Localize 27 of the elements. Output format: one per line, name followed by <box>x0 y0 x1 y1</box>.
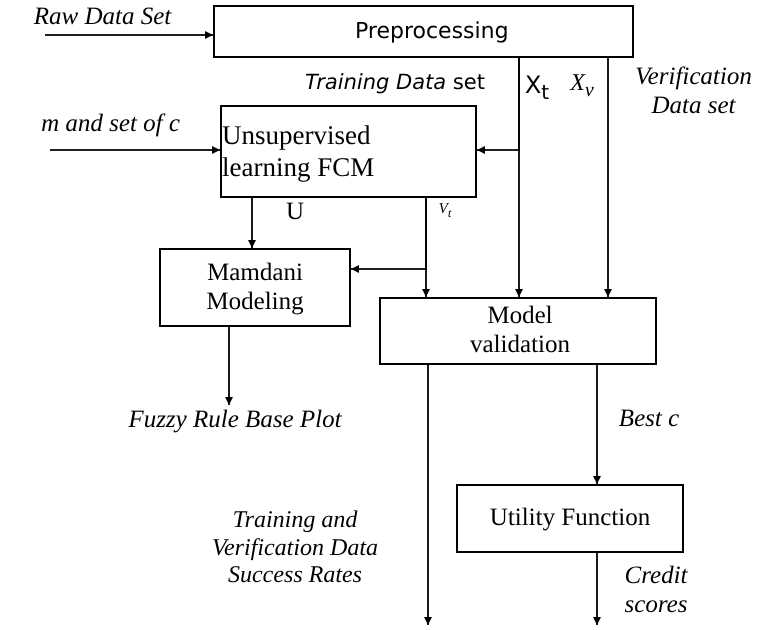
arrow <box>45 31 213 39</box>
arrow <box>515 58 523 297</box>
edge-label: Best c <box>618 405 680 434</box>
annotation-text: Training Data set <box>304 70 486 94</box>
arrow <box>50 146 220 154</box>
annotation-text: Verification Data set <box>634 63 753 120</box>
arrow <box>225 327 233 405</box>
arrow <box>424 365 432 625</box>
edge-label: X$_{v}$ <box>568 70 595 102</box>
process-box: Unsupervised learning FCM <box>220 105 477 198</box>
edge-label: X$_{t}$ <box>524 72 550 104</box>
edge-label: m and set of c <box>40 110 181 139</box>
edge-label: Credit scores <box>624 562 689 620</box>
output-text: Fuzzy Rule Base Plot <box>100 405 370 435</box>
edge-label: U <box>284 198 306 227</box>
edge-label: Raw Data Set <box>32 3 173 32</box>
process-box: Utility Function <box>456 484 684 553</box>
arrow <box>248 198 256 248</box>
process-box: Model validation <box>379 297 657 365</box>
process-box: Mamdani Modeling <box>159 248 351 327</box>
arrow <box>593 365 601 484</box>
edge-label: Training and Verification Data Success Rates <box>211 507 379 590</box>
arrow <box>593 553 601 625</box>
edge-label: V$_{t}$ <box>438 201 452 220</box>
arrow <box>604 58 612 297</box>
arrow <box>351 198 427 273</box>
process-box: Preprocessing <box>213 5 634 58</box>
